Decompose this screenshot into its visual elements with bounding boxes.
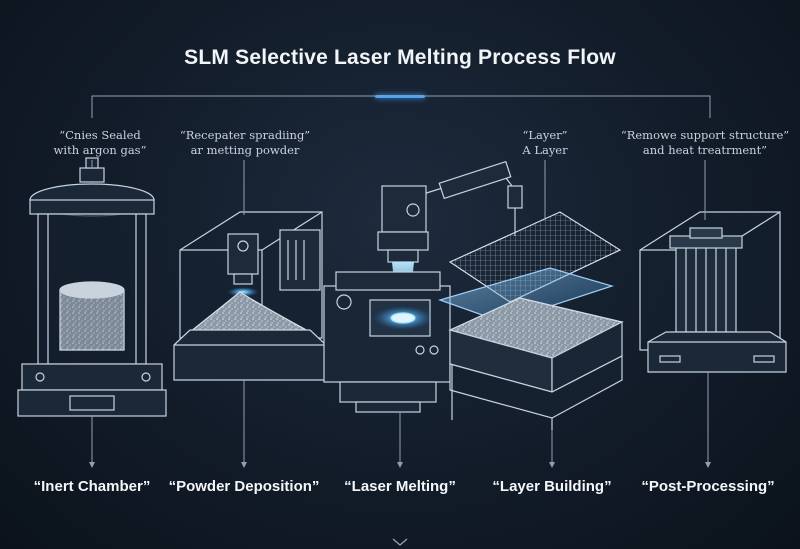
caption-line: “Layer” (522, 128, 568, 142)
caption-layer-building: “Layer” A Layer (495, 128, 595, 158)
powder-recoater-icon (173, 211, 327, 381)
laser-head-icon (323, 160, 523, 413)
finished-part-icon (639, 211, 787, 373)
caption-powder-deposition: “Recepater spradiing” ar metting powder (170, 128, 320, 158)
title-bracket (91, 95, 711, 118)
caption-line: and heat treatrment” (642, 143, 768, 157)
argon-chamber-icon (17, 157, 167, 417)
flow-arrowheads (89, 462, 711, 468)
layer-stack-icon (438, 211, 624, 430)
stage-label-laser-melting: “Laser Melting” (344, 478, 456, 495)
caption-line: with argon gas” (53, 143, 147, 157)
caption-line: ar metting powder (190, 143, 300, 157)
stage-label-inert-chamber: “Inert Chamber” (33, 478, 151, 495)
caption-post-processing: “Remowe support structure” and heat trea… (615, 128, 795, 158)
stage-label-powder-deposition: “Powder Deposition” (168, 478, 320, 495)
caption-line: “Recepater spradiing” (179, 128, 311, 142)
flow-connectors (91, 160, 709, 466)
caption-line: “Cnies Sealed (59, 128, 141, 142)
stage-label-layer-building: “Layer Building” (492, 478, 612, 495)
caption-inert-chamber: “Cnies Sealed with argon gas” (40, 128, 160, 158)
chevron-down-icon (392, 538, 408, 546)
caption-line: A Layer (522, 143, 568, 157)
stage-label-post-processing: “Post-Processing” (641, 478, 775, 495)
diagram-title: SLM Selective Laser Melting Process Flow (184, 46, 616, 69)
caption-line: “Remowe support structure” (620, 128, 790, 142)
